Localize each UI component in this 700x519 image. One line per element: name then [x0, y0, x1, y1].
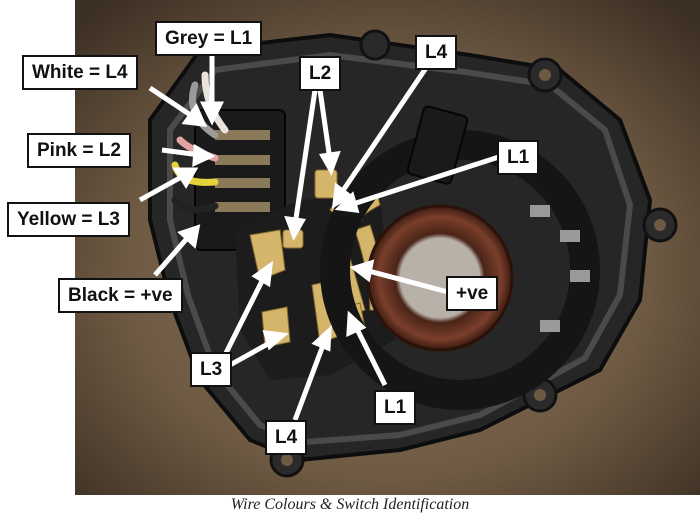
connector-pins	[215, 130, 270, 212]
switch-label-l4-bottom: L4	[265, 420, 308, 455]
pointer-arrows	[138, 50, 506, 421]
switch-label-plus-ve: +ve	[446, 276, 499, 311]
white-wire-label: White = L4	[22, 55, 138, 90]
ring-contacts	[530, 205, 590, 332]
switch-label-l3-bottom: L3	[190, 352, 233, 387]
switch-label-l2-top: L2	[299, 56, 342, 91]
black-wire-label: Black = +ve	[58, 278, 183, 313]
figure-caption: Wire Colours & Switch Identification	[230, 496, 470, 513]
switch-label-l4-top: L4	[415, 35, 458, 70]
switch-label-l1-right: L1	[497, 140, 540, 175]
switch-photo	[75, 0, 700, 495]
switch-label-l1-bottom: L1	[374, 390, 417, 425]
mounting-lug	[359, 29, 391, 61]
grey-wire-label: Grey = L1	[155, 21, 263, 56]
yellow-wire-label: Yellow = L3	[7, 202, 130, 237]
pink-wire-label: Pink = L2	[27, 133, 131, 168]
